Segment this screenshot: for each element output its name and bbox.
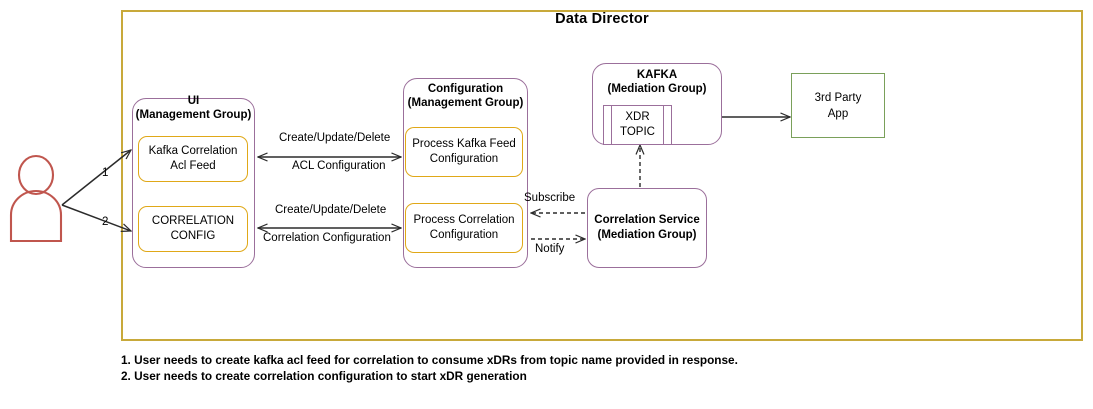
third-party-app-box[interactable]: 3rd Party App bbox=[791, 73, 885, 138]
flow-number-2: 2 bbox=[102, 216, 109, 228]
correlation-config-label-line2: CONFIG bbox=[170, 230, 216, 242]
ui-group-title-line2: (Management Group) bbox=[135, 109, 252, 121]
ui-group-title-line1: UI bbox=[187, 95, 200, 107]
xdr-topic-queue[interactable]: XDR TOPIC bbox=[603, 105, 672, 145]
third-party-line1: 3rd Party bbox=[814, 91, 862, 104]
kafka-acl-label-line1: Kafka Correlation bbox=[148, 145, 238, 157]
correlation-service-line1: Correlation Service bbox=[594, 214, 700, 226]
footer-note-2: 2. User needs to create correlation conf… bbox=[121, 369, 527, 383]
kafka-correlation-acl-feed-box[interactable]: Kafka Correlation Acl Feed bbox=[138, 136, 248, 182]
edge-label-acl-configuration: ACL Configuration bbox=[292, 160, 386, 172]
edge-label-notify: Notify bbox=[535, 243, 565, 255]
edge-label-correlation-configuration: Correlation Configuration bbox=[263, 232, 391, 244]
edge-label-create-update-delete-correlation: Create/Update/Delete bbox=[275, 204, 387, 216]
config-group-title-line1: Configuration bbox=[427, 83, 504, 95]
process-correlation-line2: Configuration bbox=[429, 229, 499, 241]
process-kafka-feed-line2: Configuration bbox=[429, 153, 499, 165]
third-party-line2: App bbox=[827, 107, 849, 120]
process-correlation-line1: Process Correlation bbox=[413, 214, 515, 226]
data-director-container bbox=[121, 10, 1083, 341]
process-correlation-configuration-box[interactable]: Process Correlation Configuration bbox=[405, 203, 523, 253]
xdr-topic-line2: TOPIC bbox=[620, 126, 655, 138]
correlation-service-line2: (Mediation Group) bbox=[597, 229, 697, 241]
edge-label-subscribe: Subscribe bbox=[524, 192, 576, 204]
kafka-group-title-line2: (Mediation Group) bbox=[607, 83, 707, 95]
flow-number-1: 1 bbox=[102, 167, 109, 179]
config-group-title-line2: (Management Group) bbox=[407, 97, 524, 109]
xdr-topic-line1: XDR bbox=[625, 111, 650, 123]
topic-rail-left bbox=[611, 106, 612, 144]
kafka-acl-label-line2: Acl Feed bbox=[170, 160, 216, 172]
correlation-config-box[interactable]: CORRELATION CONFIG bbox=[138, 206, 248, 252]
correlation-service-box[interactable]: Correlation Service (Mediation Group) bbox=[587, 188, 707, 268]
footer-notes: 1. User needs to create kafka acl feed f… bbox=[121, 352, 1021, 384]
edge-label-create-update-delete-acl: Create/Update/Delete bbox=[279, 132, 391, 144]
process-kafka-feed-line1: Process Kafka Feed bbox=[412, 138, 516, 150]
kafka-group-title-line1: KAFKA bbox=[636, 69, 678, 81]
topic-rail-right bbox=[663, 106, 664, 144]
footer-note-1: 1. User needs to create kafka acl feed f… bbox=[121, 353, 738, 367]
data-director-title: Data Director bbox=[555, 11, 649, 27]
process-kafka-feed-configuration-box[interactable]: Process Kafka Feed Configuration bbox=[405, 127, 523, 177]
user-actor-icon bbox=[9, 154, 63, 243]
correlation-config-label-line1: CORRELATION bbox=[151, 215, 235, 227]
